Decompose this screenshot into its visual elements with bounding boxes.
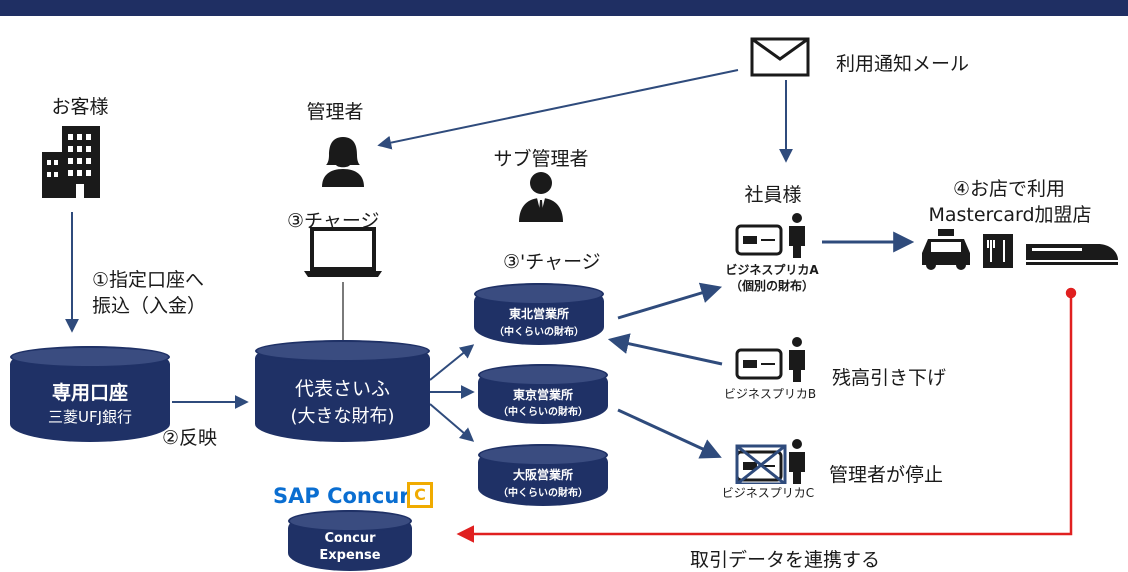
taxi-icon: [922, 229, 970, 270]
mastercard-store-label: Mastercard加盟店: [928, 204, 1092, 226]
store-use-label: ④お店で利用: [952, 178, 1066, 200]
osaka-office-name: 大阪営業所: [512, 468, 573, 482]
step3-label: ③チャージ: [287, 210, 380, 232]
admin-label: 管理者: [306, 101, 364, 123]
main-wallet-sub: (大きな財布): [290, 406, 395, 427]
arrow-tohoku-to-card-a: [617, 282, 723, 320]
arrow-wallet-to-osaka: [429, 403, 475, 442]
concur-sub: Expense: [319, 548, 381, 563]
employee-label: 社員様: [744, 184, 802, 206]
tohoku-office-cylinder: 東北営業所 （中くらいの財布）: [474, 283, 604, 345]
sap-concur-logo: SAP Concur: [273, 484, 410, 508]
sub-admin-person-icon: [519, 172, 563, 222]
concur-name: Concur: [324, 531, 376, 546]
arrow-mail-to-admin: [377, 69, 739, 150]
arrow-tokyo-to-card-c: [617, 408, 722, 459]
account-cylinder: 専用口座 三菱UFJ銀行: [10, 346, 170, 442]
concur-expense-cylinder: Concur Expense: [288, 510, 412, 571]
card-person-icon: [735, 439, 805, 484]
step1-label-line1: ①指定口座へ: [92, 269, 205, 291]
tokyo-office-cylinder: 東京営業所 （中くらいの財布）: [478, 364, 608, 424]
step2-label: ②反映: [162, 427, 218, 449]
top-banner: [0, 0, 1128, 16]
building-icon: [42, 126, 100, 198]
step1-label-line2: 振込（入金）: [92, 295, 207, 317]
laptop-icon: [304, 227, 382, 277]
customer-label: お客様: [51, 96, 109, 118]
mail-label: 利用通知メール: [836, 53, 970, 75]
tohoku-office-name: 東北営業所: [508, 307, 569, 321]
balance-down-label: 残高引き下げ: [832, 367, 947, 389]
card-b-label: ビジネスプリカB: [723, 387, 817, 401]
card-a-label: ビジネスプリカA: [725, 263, 819, 277]
account-bank: 三菱UFJ銀行: [47, 408, 133, 426]
card-person-icon: [735, 213, 805, 258]
admin-person-icon: [322, 137, 364, 187]
card-person-icon: [735, 337, 805, 382]
account-name: 専用口座: [51, 382, 128, 404]
card-a-sub-label: （個別の財布）: [729, 279, 815, 293]
main-wallet-name: 代表さいふ: [294, 378, 390, 400]
card-c-label: ビジネスプリカC: [721, 486, 815, 500]
main-wallet-cylinder: 代表さいふ (大きな財布): [255, 340, 430, 442]
restaurant-icon: [983, 234, 1013, 268]
tokyo-office-sub: （中くらいの財布）: [498, 407, 588, 418]
osaka-office-sub: （中くらいの財布）: [498, 488, 588, 499]
arrow-wallet-to-tohoku: [429, 344, 475, 381]
stop-cross-icon: [735, 444, 787, 484]
step3b-label: ③'チャージ: [503, 251, 601, 273]
data-link-arrow: [456, 293, 1073, 543]
admin-stop-label: 管理者が停止: [829, 464, 944, 486]
tokyo-office-name: 東京営業所: [512, 388, 573, 402]
data-link-label: 取引データを連携する: [690, 549, 881, 571]
train-icon: [1026, 244, 1118, 265]
osaka-office-cylinder: 大阪営業所 （中くらいの財布）: [478, 444, 608, 506]
sub-admin-label: サブ管理者: [493, 148, 589, 170]
arrow-card-b-to-tohoku: [607, 333, 723, 366]
concur-c-logo: C: [407, 482, 433, 508]
mail-icon: [750, 37, 810, 77]
tohoku-office-sub: （中くらいの財布）: [494, 327, 584, 338]
